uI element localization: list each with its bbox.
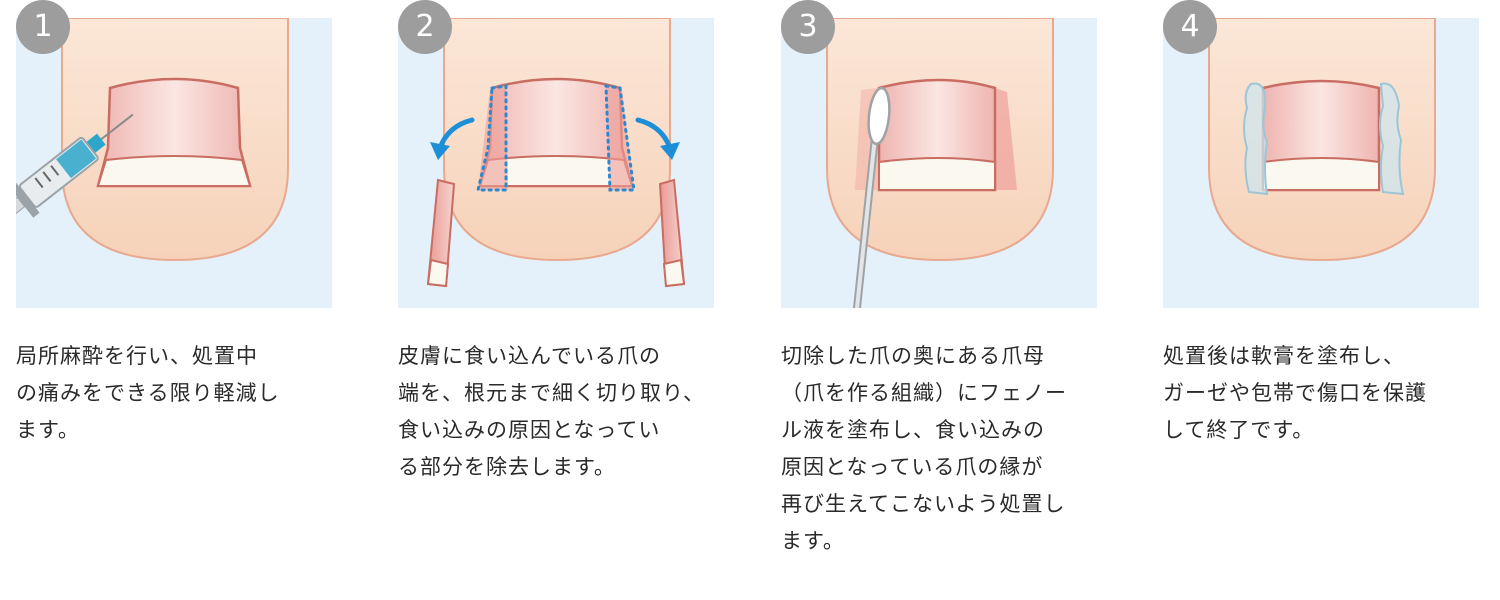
toe-nail-illustration <box>826 18 1054 308</box>
step-3-illustration <box>781 18 1097 308</box>
desc-line: （爪を作る組織）にフェノー <box>781 381 1067 405</box>
desc-line: 端を、根元まで細く切り取り、 <box>398 381 706 405</box>
step-description: 処置後は軟膏を塗布し、 ガーゼや包帯で傷口を保護 して終了です。 <box>1163 338 1483 449</box>
step-description: 皮膚に食い込んでいる爪の 端を、根元まで細く切り取り、 食い込みの原因となってい… <box>398 338 718 486</box>
syringe-icon <box>16 113 134 245</box>
step-2-illustration <box>398 18 714 308</box>
removed-nail-strip <box>426 178 686 288</box>
step-1: 1 局所麻酔を行い、処置中 の痛みをできる限り軽減し ます。 <box>16 0 336 600</box>
desc-line: ます。 <box>781 529 845 553</box>
toe-nail-illustration <box>1208 18 1436 262</box>
step-2: 2 皮膚に食い込んでいる爪の 端を、根元まで細く切り取り、 食い込みの原因となっ… <box>398 0 718 600</box>
desc-line: ル液を塗布し、食い込みの <box>781 418 1045 442</box>
desc-line: 局所麻酔を行い、処置中 <box>16 344 258 368</box>
step-1-illustration <box>16 18 332 308</box>
step-4-illustration <box>1163 18 1479 308</box>
desc-line: ガーゼや包帯で傷口を保護 <box>1163 381 1427 405</box>
ointment-icon <box>1243 82 1405 196</box>
step-4: 4 処置後は軟膏を塗布し、 ガーゼや包帯で傷口を保護 して終了です。 <box>1163 0 1483 600</box>
cotton-swab-icon <box>853 86 891 308</box>
cut-line-icon <box>476 84 636 192</box>
desc-line: る部分を除去します。 <box>398 455 616 479</box>
step-number-badge: 2 <box>398 0 452 54</box>
desc-line: 原因となっている爪の縁が <box>781 455 1044 479</box>
desc-line: 処置後は軟膏を塗布し、 <box>1163 344 1405 368</box>
step-number-badge: 1 <box>16 0 70 54</box>
desc-line: 皮膚に食い込んでいる爪の <box>398 344 661 368</box>
step-number-badge: 3 <box>781 0 835 54</box>
desc-line: 食い込みの原因となってい <box>398 418 661 442</box>
step-3: 3 切除した爪の奥にある爪母 （爪を作る組織）にフェノー ル液を塗布し、食い込み… <box>781 0 1101 600</box>
desc-line: 切除した爪の奥にある爪母 <box>781 344 1045 368</box>
desc-line: 再び生えてこないよう処置し <box>781 492 1066 516</box>
desc-line: の痛みをできる限り軽減し <box>16 381 280 405</box>
toe-nail-illustration <box>426 18 686 288</box>
desc-line: して終了です。 <box>1163 418 1315 442</box>
step-number-badge: 4 <box>1163 0 1217 54</box>
step-description: 切除した爪の奥にある爪母 （爪を作る組織）にフェノー ル液を塗布し、食い込みの … <box>781 338 1101 560</box>
desc-line: ます。 <box>16 418 80 442</box>
toe-nail-illustration <box>16 18 289 262</box>
step-description: 局所麻酔を行い、処置中 の痛みをできる限り軽減し ます。 <box>16 338 336 449</box>
